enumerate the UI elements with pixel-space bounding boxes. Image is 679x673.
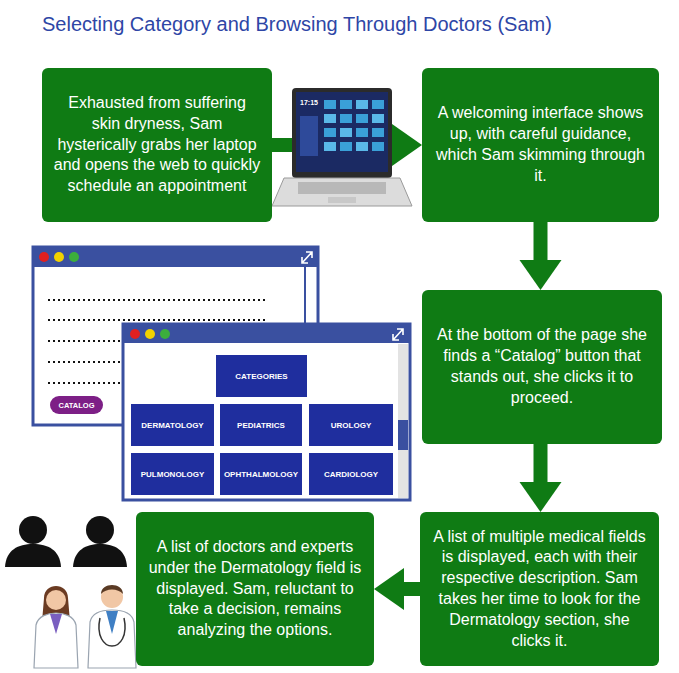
process-box: A list of doctors and experts under the … — [136, 512, 374, 666]
screen-panel — [300, 116, 318, 156]
browser-window — [123, 324, 410, 500]
screen-tile — [324, 142, 336, 151]
doctor-head — [46, 590, 66, 610]
arrow-shaft — [534, 444, 548, 484]
window-dot — [54, 252, 64, 262]
expand-icon — [302, 252, 312, 263]
process-box: A list of multiple medical fields is dis… — [420, 512, 659, 666]
screen-tile — [340, 128, 352, 137]
box-text: A list of multiple medical fields is dis… — [430, 527, 649, 652]
category-tile: UROLOGY — [309, 404, 393, 446]
window-dot — [145, 329, 155, 339]
scroll-track — [398, 344, 408, 498]
screen-tile — [356, 100, 368, 109]
laptop-screen — [296, 92, 388, 172]
arrow-shaft — [402, 582, 420, 596]
person-silhouette-body — [5, 544, 61, 567]
person-silhouette-head — [86, 516, 114, 544]
box-text: A welcoming interface shows up, with car… — [432, 103, 649, 186]
screen-tile — [372, 100, 384, 109]
expand-icon — [393, 329, 403, 340]
screen-tile — [372, 142, 384, 151]
process-box: At the bottom of the page she finds a “C… — [422, 290, 662, 444]
screen-tile — [340, 142, 352, 151]
screen-tile — [324, 128, 336, 137]
window-dot — [130, 329, 140, 339]
window-dot — [39, 252, 49, 262]
doctor-shirt — [50, 614, 62, 634]
flow-arrow — [374, 568, 420, 610]
screen-clock: 17:15 — [297, 96, 321, 108]
window-title-bar — [33, 247, 318, 267]
window-title-bar — [123, 324, 410, 343]
process-box: A welcoming interface shows up, with car… — [422, 68, 659, 222]
category-tile: CARDIOLOGY — [309, 453, 393, 495]
category-tile: DERMATOLOGY — [131, 404, 214, 446]
screen-tile — [356, 142, 368, 151]
person-silhouette-head — [19, 516, 47, 544]
catalog-button: CATALOG — [50, 396, 103, 414]
box-text: A list of doctors and experts under the … — [146, 537, 364, 641]
category-tile: CATEGORIES — [216, 355, 307, 397]
category-tile: PEDIATRICS — [220, 404, 302, 446]
category-tile: OPHTHALMOLOGY — [220, 453, 302, 495]
screen-tile — [356, 128, 368, 137]
text-placeholder — [48, 319, 268, 321]
flow-arrow — [520, 444, 562, 512]
text-placeholder — [48, 299, 268, 301]
window-dot — [160, 329, 170, 339]
screen-tile — [340, 100, 352, 109]
laptop-bezel — [292, 88, 392, 178]
laptop-keyboard — [298, 182, 386, 194]
laptop-base — [272, 178, 412, 206]
screen-tile — [340, 114, 352, 123]
flow-arrow — [520, 222, 562, 290]
diagram-title: Selecting Category and Browsing Through … — [42, 13, 552, 36]
screen-tile — [324, 114, 336, 123]
doctor-head — [101, 586, 123, 608]
doctor-shirt — [106, 611, 118, 634]
screen-tile — [372, 128, 384, 137]
doctor-hair — [101, 585, 123, 594]
screen-tile — [372, 114, 384, 123]
stethoscope — [99, 618, 125, 646]
screen-tile — [356, 114, 368, 123]
laptop-touchpad — [328, 197, 356, 203]
window-dot — [69, 252, 79, 262]
arrow-head — [520, 260, 562, 290]
doctor-coat — [34, 613, 78, 668]
process-box: Exhausted from suffering skin dryness, S… — [42, 68, 272, 222]
arrow-shaft — [534, 222, 548, 262]
box-text: Exhausted from suffering skin dryness, S… — [52, 93, 262, 197]
arrow-head — [520, 482, 562, 512]
box-text: At the bottom of the page she finds a “C… — [432, 325, 652, 408]
scroll-thumb — [398, 420, 408, 450]
arrow-head — [392, 124, 422, 166]
doctor-coat — [88, 610, 136, 668]
screen-tile — [324, 100, 336, 109]
person-silhouette-body — [73, 544, 127, 567]
arrow-head — [374, 568, 404, 610]
category-tile: PULMONOLOGY — [131, 453, 214, 495]
